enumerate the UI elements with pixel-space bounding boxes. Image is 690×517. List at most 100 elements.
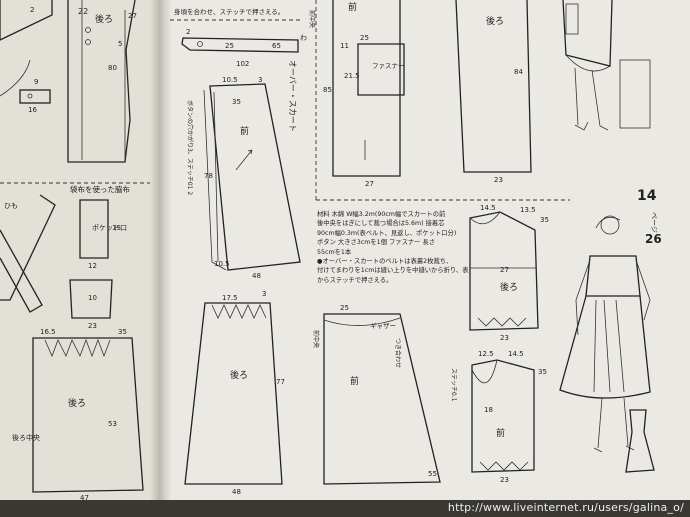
dim-35-left: 35: [118, 328, 127, 336]
fold-label: わ: [300, 34, 307, 42]
tie-label: ひも: [4, 202, 18, 210]
dim-13.5: 13.5: [520, 206, 536, 214]
dim-18: 18: [484, 406, 493, 414]
bodice-front: 12.5 14.5 35 18 前 23: [471, 350, 547, 484]
dim-77: 77: [276, 378, 285, 386]
dim-84: 84: [514, 68, 523, 76]
dim-47: 47: [80, 494, 89, 502]
dim-16.5: 16.5: [40, 328, 56, 336]
label-front-bodice: 前: [496, 427, 505, 439]
dim-9: 9: [34, 78, 38, 86]
stitch-label: ステッチ0.1: [450, 368, 457, 402]
front-center-bottom: 前中央: [312, 330, 320, 348]
yoke-piece: 10 23: [69, 279, 113, 330]
dim-17.5: 17.5: [222, 294, 238, 302]
dim-10: 10: [88, 294, 97, 302]
back-skirt-top: 後ろ 84 23: [455, 0, 532, 184]
watermark-url[interactable]: http://www.liveinternet.ru/users/galina_…: [447, 501, 684, 514]
dim-35-back: 35: [540, 216, 549, 224]
instruction-line: 90cm幅0.3m(表ベルト、見返し、ポケット口分): [317, 229, 457, 237]
label-back-bodice: 後ろ: [500, 281, 518, 293]
instruction-line: ボタン 大きさ3cmを1個 ファスナー 長さ: [317, 239, 436, 247]
page-number: 14: [637, 188, 657, 204]
dim-3-bottom: 3: [262, 290, 266, 298]
bodice-back: 14.5 13.5 35 27 後ろ 23: [469, 204, 549, 342]
instruction-line: 材料 木綿 W幅3.2m(90cm幅でスカートの前: [317, 211, 446, 218]
os-dim-35: 35: [232, 98, 241, 106]
overskirt-piece: 10.5 3 35 前 78 10.5 48: [203, 76, 301, 280]
dim-25: 25: [360, 34, 369, 42]
pocket-piece: ポケット口 12 15: [79, 199, 127, 270]
instruction-line: 55cmを1本: [317, 248, 352, 256]
overskirt-title: オーバー・スカート: [288, 60, 297, 132]
dim-53: 53: [108, 420, 117, 428]
dim-12: 12: [88, 262, 97, 270]
belt-dim-25: 25: [225, 42, 234, 50]
left-back-piece: 22 後ろ 80 5 27: [67, 0, 137, 163]
dim-12.5: 12.5: [478, 350, 494, 358]
left-edge-strip: 2 9 16: [0, 0, 53, 114]
tsuki-label: つき合わせ: [394, 338, 402, 368]
gather-label: ギャザー: [370, 322, 396, 330]
page-kana: ページ: [650, 212, 658, 233]
dim-15: 15: [112, 224, 121, 232]
instruction-line: 付けてまわりを1cmは縫い上りを中縫いから折り、表: [317, 267, 469, 275]
dim-55: 55: [428, 470, 437, 478]
dim-21.5: 21.5: [344, 72, 360, 80]
dim-22: 22: [78, 7, 88, 16]
instruction-line: 後中央をはぎにして裁つ場合は5.6m) 接着芯: [317, 220, 445, 228]
dim-11: 11: [340, 42, 349, 50]
instruction-line: からステッチで押さえる。: [317, 276, 393, 284]
label-front-os: 前: [240, 125, 249, 137]
label-back-skirt: 後ろ: [68, 397, 86, 409]
belt-dim-65: 65: [272, 42, 281, 50]
page-bottom-edge: [0, 500, 690, 517]
os-dim-10.5-bottom: 10.5: [214, 260, 230, 268]
dim-27-back: 27: [500, 266, 509, 274]
dim-80: 80: [108, 64, 117, 72]
belt-dim-102: 102: [236, 60, 249, 68]
fashion-sketch-woman: [559, 215, 655, 473]
dim-23: 23: [88, 322, 97, 330]
front-skirt-top: 前 11 25 ファスナー 21.5 85 27: [323, 0, 405, 188]
label-back: 後ろ: [95, 13, 113, 25]
instruction-line: ●オーバー・スカートのベルトは表裏2枚裁ち、: [317, 258, 453, 266]
dim-14.5-front: 14.5: [508, 350, 524, 358]
dim-35-front: 35: [538, 368, 547, 376]
belt-strip: 2 25 65 わ 102: [181, 28, 307, 68]
dim-23-front: 23: [500, 476, 509, 484]
pocket-label: ポケット口: [92, 224, 127, 232]
dim-2: 2: [30, 6, 34, 14]
dim-16: 16: [28, 106, 37, 114]
label-back-top: 後ろ: [486, 15, 504, 27]
dim-25-bottom: 25: [340, 304, 349, 312]
skirt-bottom-left: 17.5 3 後ろ 77 48: [184, 290, 285, 496]
dim-27-mid: 27: [365, 180, 374, 188]
dim-23-back: 23: [500, 334, 509, 342]
dim-85: 85: [323, 86, 332, 94]
os-dim-3: 3: [258, 76, 262, 84]
dim-14.5: 14.5: [480, 204, 496, 212]
fashion-sketch-top: [562, 0, 651, 131]
left-skirt-piece: 16.5 35 後ろ 53 47 後ろ中央: [12, 328, 144, 502]
dim-48-bottom: 48: [232, 488, 241, 496]
dim-23-top: 23: [494, 176, 503, 184]
materials-instructions: 材料 木綿 W幅3.2m(90cm幅でスカートの前 後中央をはぎにして裁つ場合は…: [317, 210, 477, 285]
pocket-heading: 袋布を使った脇布: [70, 184, 130, 194]
page-ref: 26: [645, 232, 662, 246]
top-note: 身頃を合わせ、ステッチで押さえる。: [174, 7, 284, 16]
page-gutter: [150, 0, 172, 517]
label-front-top: 前: [348, 1, 357, 13]
label-front-bottom: 前: [350, 375, 359, 387]
ties: ひも: [0, 194, 56, 313]
front-center-label: 前中央: [308, 10, 316, 28]
label-back-bottom: 後ろ: [230, 369, 248, 381]
skirt-bottom-right: 25 ギャザー 前 つき合わせ 55: [323, 304, 441, 485]
button-note: ボタンの穴かがり3、ステッチ01 2: [186, 100, 194, 195]
os-dim-10.5: 10.5: [222, 76, 238, 84]
belt-dim-2: 2: [186, 28, 190, 36]
os-dim-78: 78: [204, 172, 213, 180]
fastener-label: ファスナー: [372, 62, 405, 70]
